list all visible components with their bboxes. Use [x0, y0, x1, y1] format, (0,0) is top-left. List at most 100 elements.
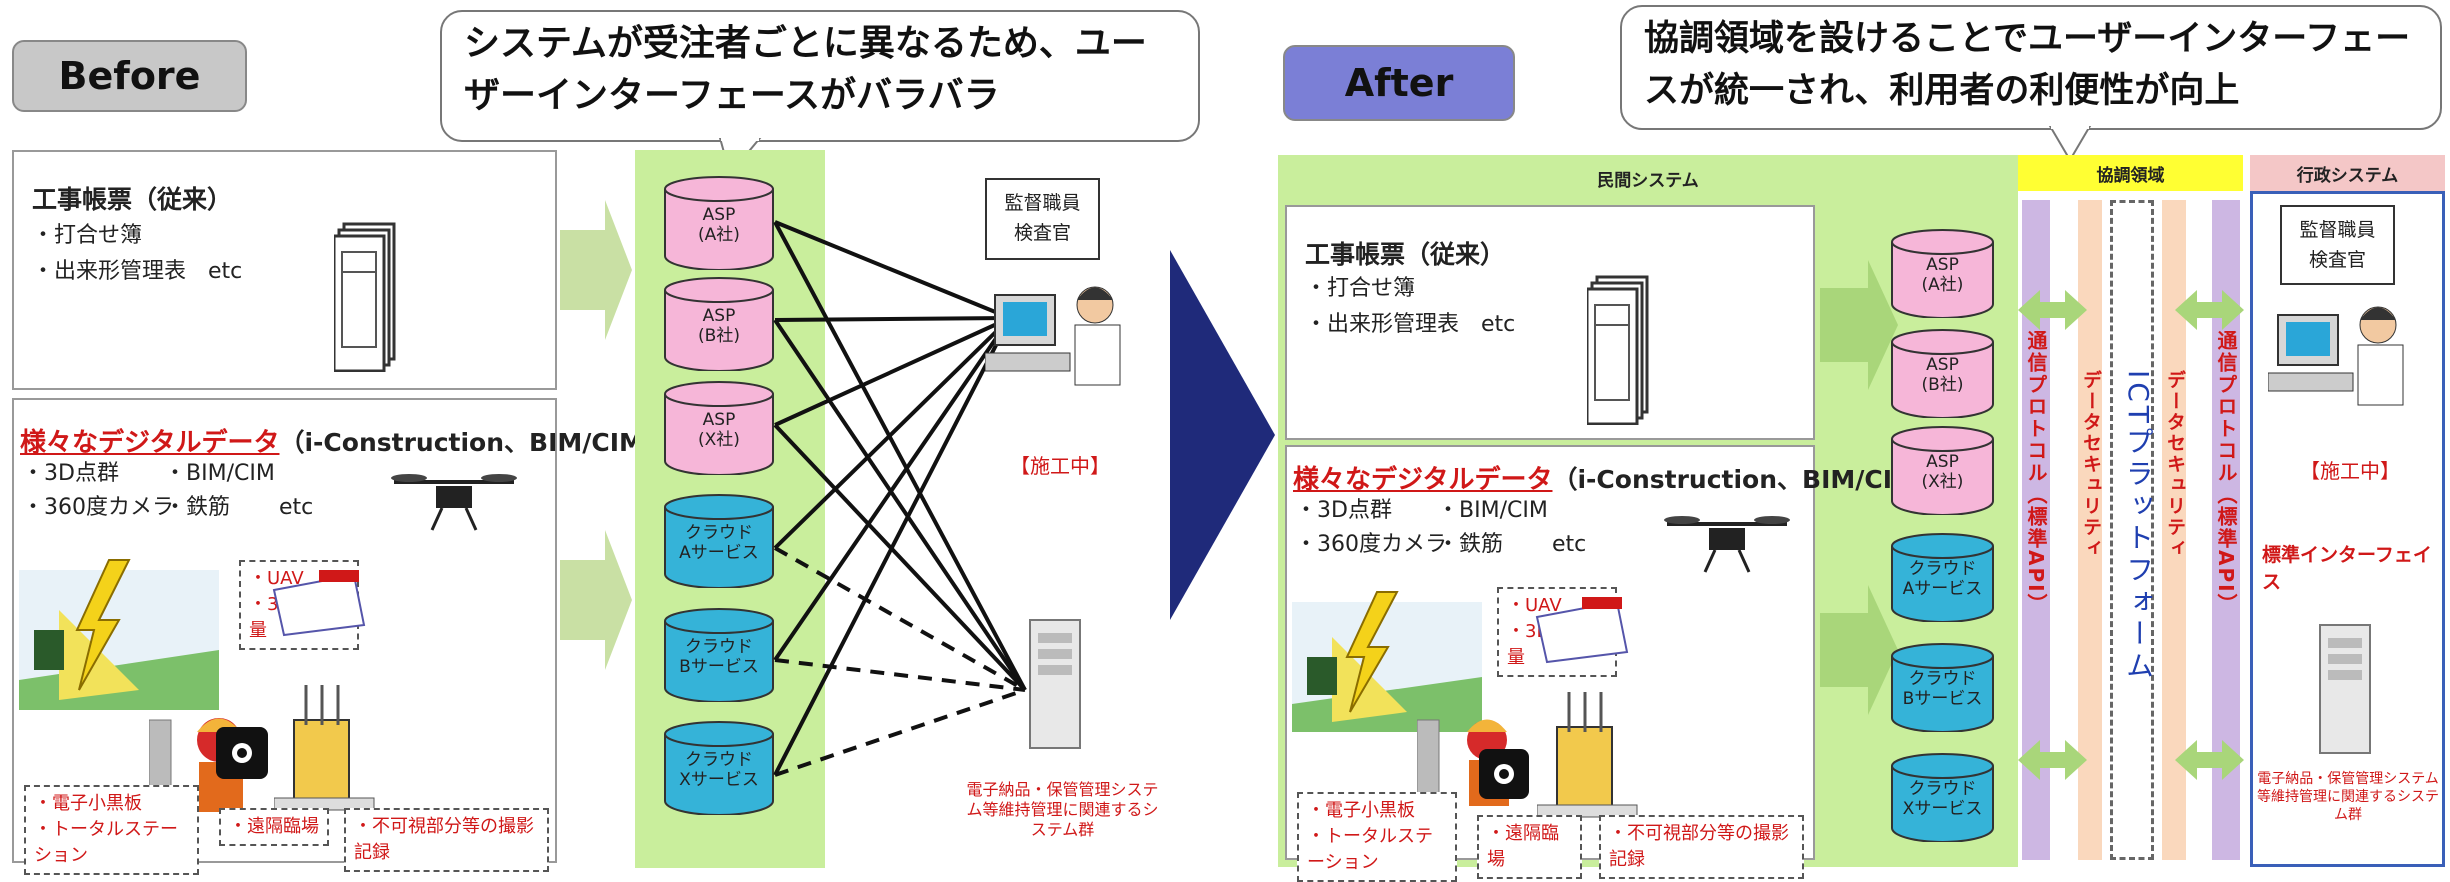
- after-arrow-digital: [1820, 585, 1898, 715]
- rebar-icon: [274, 685, 375, 811]
- after-cylinder-1: ASP(A社): [1890, 228, 1995, 318]
- before-cylinder-line2-2: (B社): [698, 325, 740, 346]
- transition-arrow: [1170, 250, 1275, 620]
- after-cylinder-shape-2: [1891, 329, 1994, 418]
- digital-title-suffix: （i-Construction、BIM/CIM等）: [279, 428, 694, 457]
- after-cylinder-line2-1: (A社): [1921, 275, 1964, 295]
- after-cylinder-2: ASP(B社): [1890, 328, 1995, 418]
- tag-remote: ・遠隔臨場: [219, 808, 329, 846]
- before-cylinder-line1-3: ASP: [702, 409, 736, 430]
- after-construction-scene: [1292, 591, 1482, 732]
- tag-blackboard: ・電子小黒板 ・トータルステーション: [24, 785, 199, 875]
- before-cylinder-shape-5: [664, 608, 774, 702]
- digital-title-row: 様々なデジタルデータ（i-Construction、BIM/CIM等）: [20, 422, 694, 459]
- before-cylinder-label-3: ASP(X社): [663, 410, 775, 450]
- tag-blackboard-line2: ・トータルステーション: [34, 819, 178, 866]
- after-cylinder-line2-4: Aサービス: [1902, 579, 1983, 599]
- after-arrow-docs: [1820, 260, 1898, 390]
- after-cylinder-label-2: ASP(B社): [1890, 355, 1995, 395]
- after-docs-box: 工事帳票（従来） ・打合せ簿 ・出来形管理表 etc: [1285, 205, 1815, 440]
- before-arrow-docs: [560, 200, 632, 340]
- after-gov-head: 行政システム: [2250, 155, 2445, 191]
- after-coop-head: 協調領域: [2018, 155, 2243, 191]
- supervisor-line1: 監督職員: [1004, 192, 1081, 214]
- before-computer-operator-icon: [985, 286, 1121, 386]
- callout-after: 協調領域を設けることでユーザーインターフェースが統一され、利用者の利便性が向上: [1620, 5, 2442, 130]
- after-cylinder-shape-6: [1891, 753, 1994, 842]
- after-private-head: 民間システム: [1597, 170, 1699, 191]
- after-tag-remote: ・遠隔臨場: [1477, 815, 1582, 879]
- document-icon: [334, 222, 396, 372]
- digital-title: 様々なデジタルデータ: [20, 428, 280, 458]
- after-cylinder-line2-3: (X社): [1921, 472, 1964, 492]
- digital-row2b: ・鉄筋: [164, 495, 231, 520]
- uav-line1: ・UAV: [249, 568, 304, 589]
- before-server-icon: [1029, 619, 1081, 749]
- digital-row1b: ・BIM/CIM: [164, 461, 275, 486]
- after-cylinder-3: ASP(X社): [1890, 425, 1995, 515]
- after-digital-row2c: etc: [1552, 532, 1587, 557]
- survey-sheet-icon: [272, 570, 366, 637]
- after-digital-row2b: ・鉄筋: [1437, 532, 1504, 557]
- construction-scene: [19, 559, 219, 710]
- after-tag-blackboard-line2: ・トータルステーション: [1307, 826, 1433, 873]
- before-cylinder-line2-5: Bサービス: [679, 656, 759, 677]
- protocol-text-left: 通信プロトコル（標準API）: [2024, 330, 2048, 616]
- before-cylinder-shape-1: [664, 176, 774, 270]
- before-supervisor-box: 監督職員 検査官: [985, 178, 1100, 260]
- after-cylinder-line1-6: クラウド: [1908, 779, 1977, 799]
- before-cylinder-line1-2: ASP: [702, 305, 736, 326]
- after-label: After: [1283, 45, 1515, 121]
- after-rebar-icon: [1537, 692, 1638, 818]
- docs-item-2: ・出来形管理表 etc: [32, 259, 243, 284]
- before-cylinder-shape-2: [664, 277, 774, 371]
- digital-row2c: etc: [279, 495, 314, 520]
- after-cylinder-line1-4: クラウド: [1908, 559, 1977, 579]
- after-tag-invisible: ・不可視部分等の撮影記録: [1599, 815, 1804, 879]
- after-docs-title: 工事帳票（従来）: [1305, 240, 1506, 269]
- protocol-text-right: 通信プロトコル（標準API）: [2214, 330, 2238, 616]
- after-digital-row1a: ・3D点群: [1295, 498, 1392, 523]
- before-cylinder-line1-4: クラウド: [685, 522, 753, 543]
- after-supervisor-box: 監督職員 検査官: [2280, 205, 2395, 285]
- after-system-caption: 電子納品・保管管理システム等維持管理に関連するシステム群: [2257, 771, 2439, 823]
- after-gov-area: [2250, 191, 2445, 867]
- after-cylinder-line2-6: Xサービス: [1902, 799, 1983, 819]
- platform-band: [2110, 200, 2154, 860]
- after-cylinder-line2-5: Bサービス: [1902, 689, 1983, 709]
- after-cylinder-line1-5: クラウド: [1908, 669, 1977, 689]
- callout-before: システムが受注者ごとに異なるため、ユーザーインターフェースがバラバラ: [440, 10, 1200, 142]
- before-cylinder-line2-1: (A社): [698, 224, 740, 245]
- after-digital-box: 様々なデジタルデータ（i-Construction、BIM/CIM等） ・3D点…: [1285, 445, 1967, 882]
- after-survey-sheet-icon: [1535, 597, 1629, 664]
- after-supervisor-line1: 監督職員: [2299, 219, 2376, 241]
- after-construction-label: 【施工中】: [2300, 459, 2400, 483]
- before-cylinder-shape-4: [664, 494, 774, 588]
- tag-invisible: ・不可視部分等の撮影記録: [344, 808, 549, 872]
- tag-blackboard-line1: ・電子小黒板: [34, 793, 142, 814]
- security-text-left: データセキュリティ: [2080, 370, 2102, 559]
- after-tag-blackboard-line1: ・電子小黒板: [1307, 800, 1415, 821]
- supervisor-line2: 検査官: [1013, 222, 1071, 244]
- before-cylinder-line1-6: クラウド: [685, 749, 753, 770]
- before-cylinder-3: ASP(X社): [663, 380, 775, 475]
- after-camera-360-icon: [1479, 749, 1529, 799]
- after-uav-line1: ・UAV: [1507, 595, 1562, 616]
- before-cylinder-label-1: ASP(A社): [663, 205, 775, 245]
- docs-item-1: ・打合せ簿: [32, 223, 143, 248]
- before-cylinder-line2-6: Xサービス: [679, 769, 759, 790]
- after-cylinder-line2-2: (B社): [1921, 375, 1964, 395]
- after-docs-item-2: ・出来形管理表 etc: [1305, 312, 1516, 337]
